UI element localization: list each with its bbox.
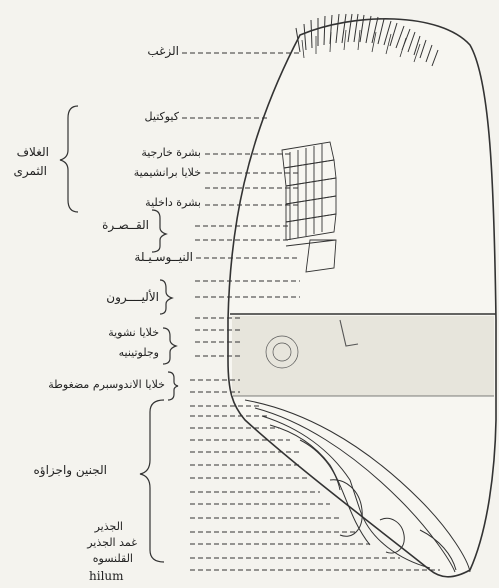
outer-epidermis-label: بشرة خارجية [141, 146, 201, 159]
cuticle-label: كيوكتيل [145, 110, 179, 123]
compressed-endosperm-label: خلايا الاندوسبرم مضغوطة [48, 378, 165, 391]
coleorhiza-label: غمد الجذير [87, 536, 137, 549]
starch-gluten-label-line1: خلايا نشوية [108, 326, 159, 339]
pericarp-label-line1: الغلاف [17, 145, 49, 159]
inner-epidermis-label: بشرة داخلية [145, 196, 201, 209]
embryo-brace [140, 400, 164, 562]
pericarp-brace [60, 106, 78, 212]
endosperm-stipple [232, 316, 494, 396]
scutellum-label: القلنسوه [93, 552, 133, 565]
parenchyma-label: خلايا برانشيمية [134, 166, 201, 179]
bristles-label: الزغب [147, 44, 179, 58]
seed-coat-brace [152, 210, 166, 252]
radicle-label: الجذير [95, 520, 123, 533]
hilum-label: hilum [89, 569, 124, 583]
starch-gluten-label-line2: وجلوتينيه [119, 346, 159, 359]
pericarp-label-line2: الثمرى [13, 164, 47, 178]
aleurone-brace [160, 280, 172, 314]
grain-outline [228, 19, 496, 577]
starch-brace [163, 328, 176, 364]
nucellus-label: النيــوسـيـلة [134, 250, 193, 264]
seed-coat-label: القــصـرة [102, 218, 149, 232]
aleurone-label: الأليــــرون [106, 290, 159, 304]
embryo-label: الجنين واجزاؤه [33, 463, 107, 477]
compressed-brace [168, 372, 178, 400]
